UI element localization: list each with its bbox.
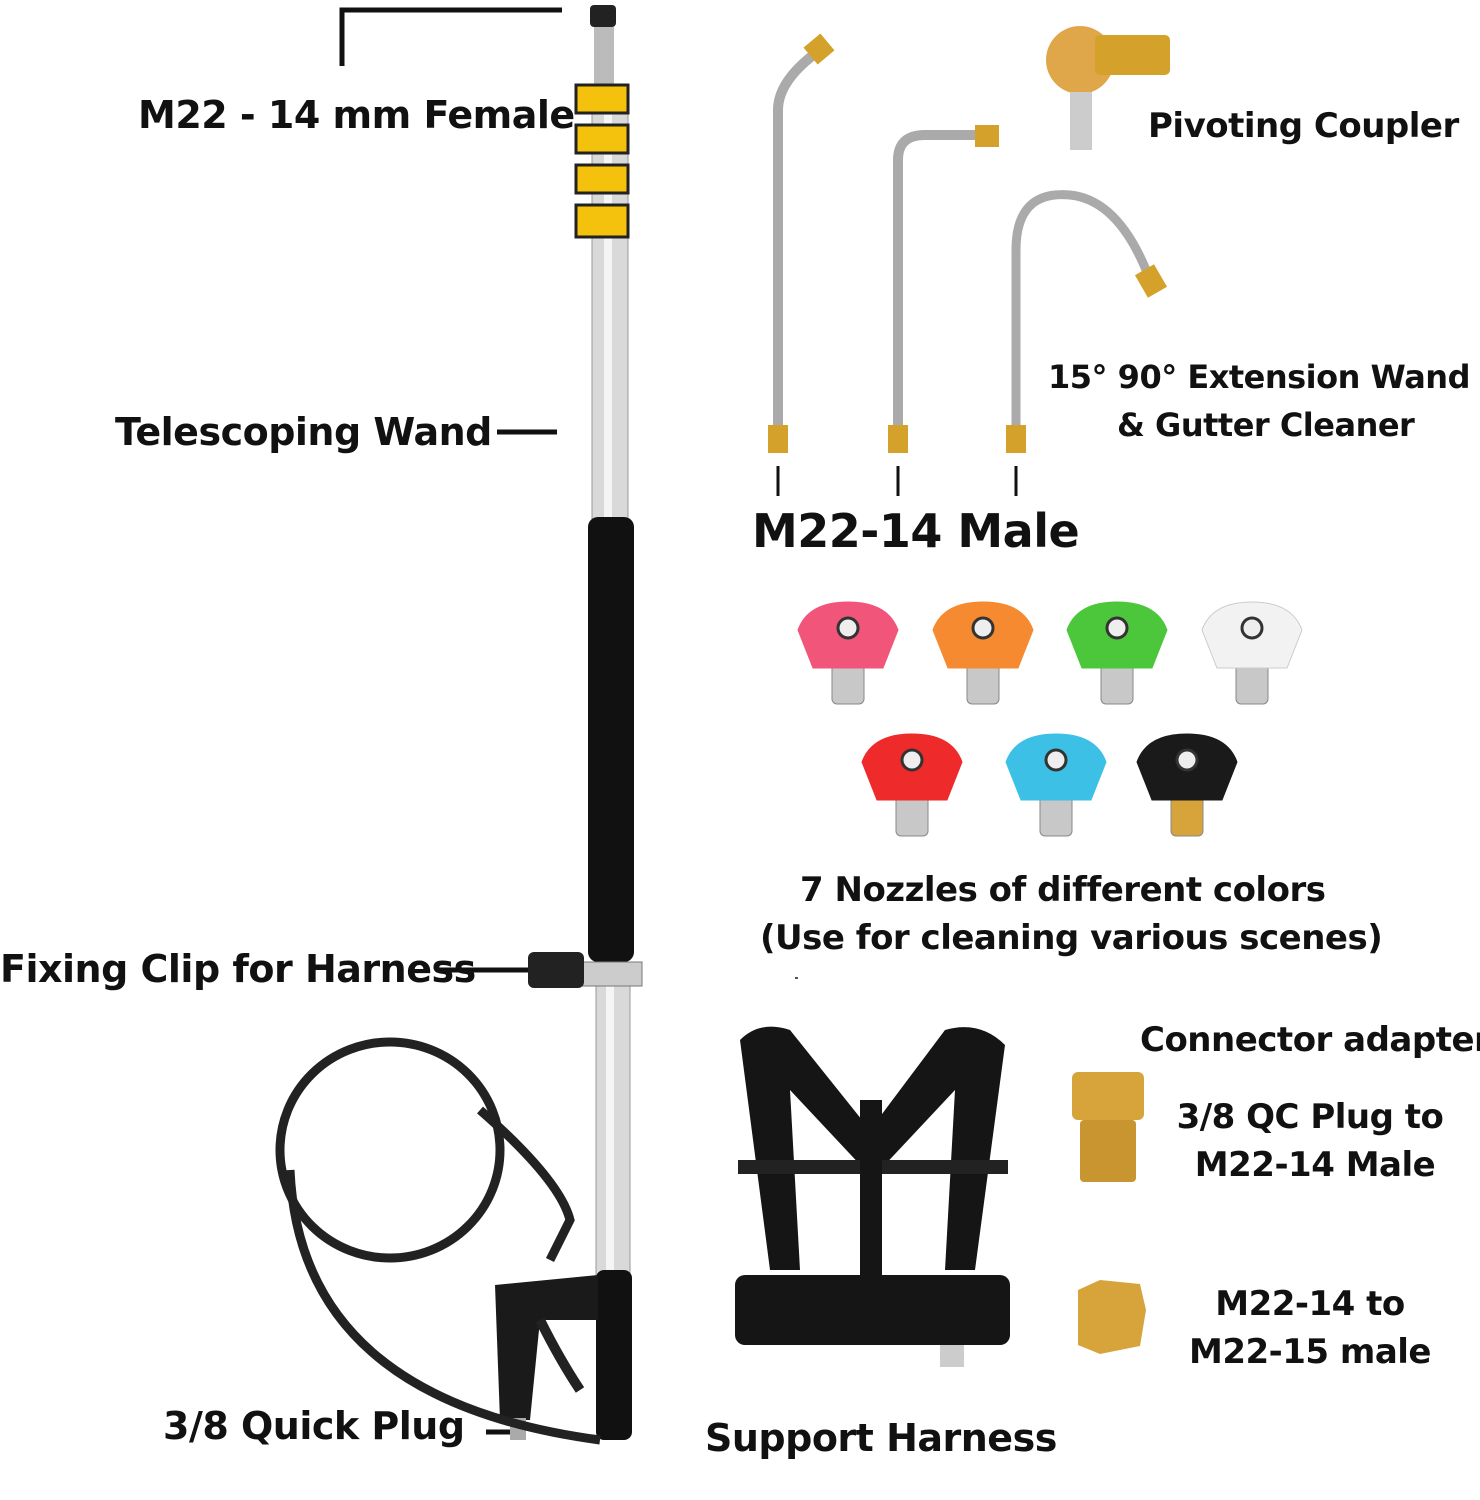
label-adapter1-line1: 3/8 QC Plug to (1176, 1097, 1444, 1137)
nozzle (1201, 601, 1303, 705)
label-pivoting-coupler: Pivoting Coupler (1148, 106, 1459, 146)
label-telescoping-wand: Telescoping Wand (115, 410, 492, 454)
label-adapter2-line1: M22-14 to (1215, 1284, 1405, 1324)
telescoping-wand (275, 5, 643, 1445)
support-harness (735, 1026, 1010, 1367)
nozzle (932, 601, 1034, 705)
nozzle (797, 601, 899, 705)
callout-line (339, 7, 562, 66)
label-female-connector: M22 - 14 mm Female (138, 93, 575, 137)
label-adapter1-line2: M22-14 Male (1194, 1145, 1436, 1185)
nozzle (1066, 601, 1168, 705)
nozzle (1005, 733, 1107, 837)
nozzle-set (797, 601, 1303, 837)
extension-wands (768, 33, 1168, 496)
connector-adapters (1072, 1072, 1146, 1354)
nozzle (1136, 733, 1238, 837)
label-adapter2-line2: M22-15 male (1189, 1332, 1432, 1372)
label-gutter-cleaner: & Gutter Cleaner (1117, 406, 1415, 444)
label-support-harness: Support Harness (705, 1416, 1057, 1460)
label-fixing-clip: Fixing Clip for Harness (0, 947, 476, 991)
nozzle (861, 733, 963, 837)
pivoting-coupler (1046, 26, 1170, 150)
label-nozzles-usage: (Use for cleaning various scenes) (760, 918, 1383, 958)
label-male-connector: M22-14 Male (752, 504, 1080, 558)
label-quick-plug: 3/8 Quick Plug (163, 1404, 465, 1448)
label-extension-wand: 15° 90° Extension Wand (1048, 358, 1470, 396)
label-nozzles: 7 Nozzles of different colors (800, 870, 1326, 910)
label-connector-adapter: Connector adapter (1140, 1020, 1480, 1060)
